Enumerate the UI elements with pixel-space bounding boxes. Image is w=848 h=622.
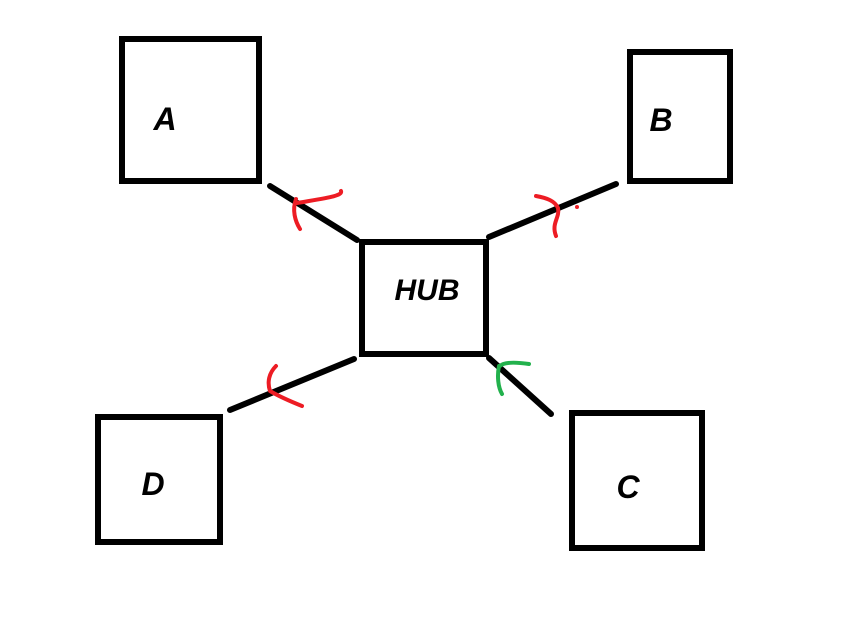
node-label-hub: HUB	[395, 274, 460, 307]
node-box-hub	[359, 239, 489, 357]
arrow-toward-b-icon	[534, 194, 561, 238]
red-speck-icon	[575, 205, 579, 209]
node-label-d: D	[141, 466, 164, 502]
node-label-c: C	[616, 469, 640, 505]
node-box-d	[95, 414, 223, 545]
arrow-toward-a-icon	[292, 189, 344, 231]
arrow-toward-hub-icon	[496, 360, 531, 396]
link-hub-d	[227, 356, 357, 413]
link-hub-a	[267, 183, 360, 243]
node-box-c	[569, 410, 705, 551]
node-box-a	[119, 36, 262, 184]
node-label-b: B	[649, 102, 672, 138]
node-box-b	[627, 49, 733, 184]
nodes-layer: A B HUB C D	[95, 36, 733, 551]
link-hub-b	[486, 181, 619, 240]
node-label-a: A	[152, 101, 176, 137]
arrow-toward-d-icon	[266, 364, 304, 408]
arrows-layer	[266, 189, 579, 408]
